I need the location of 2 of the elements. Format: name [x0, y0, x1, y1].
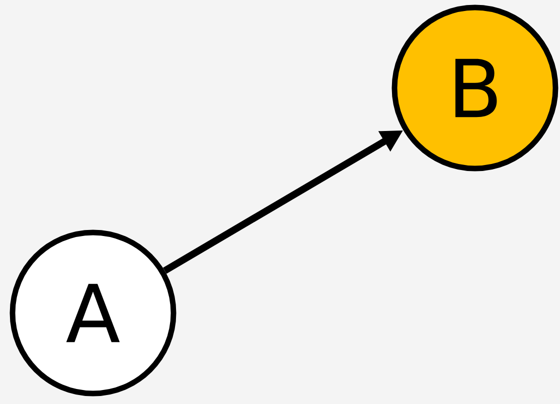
circle-node: B	[392, 4, 558, 172]
circle-node: A	[10, 230, 176, 396]
